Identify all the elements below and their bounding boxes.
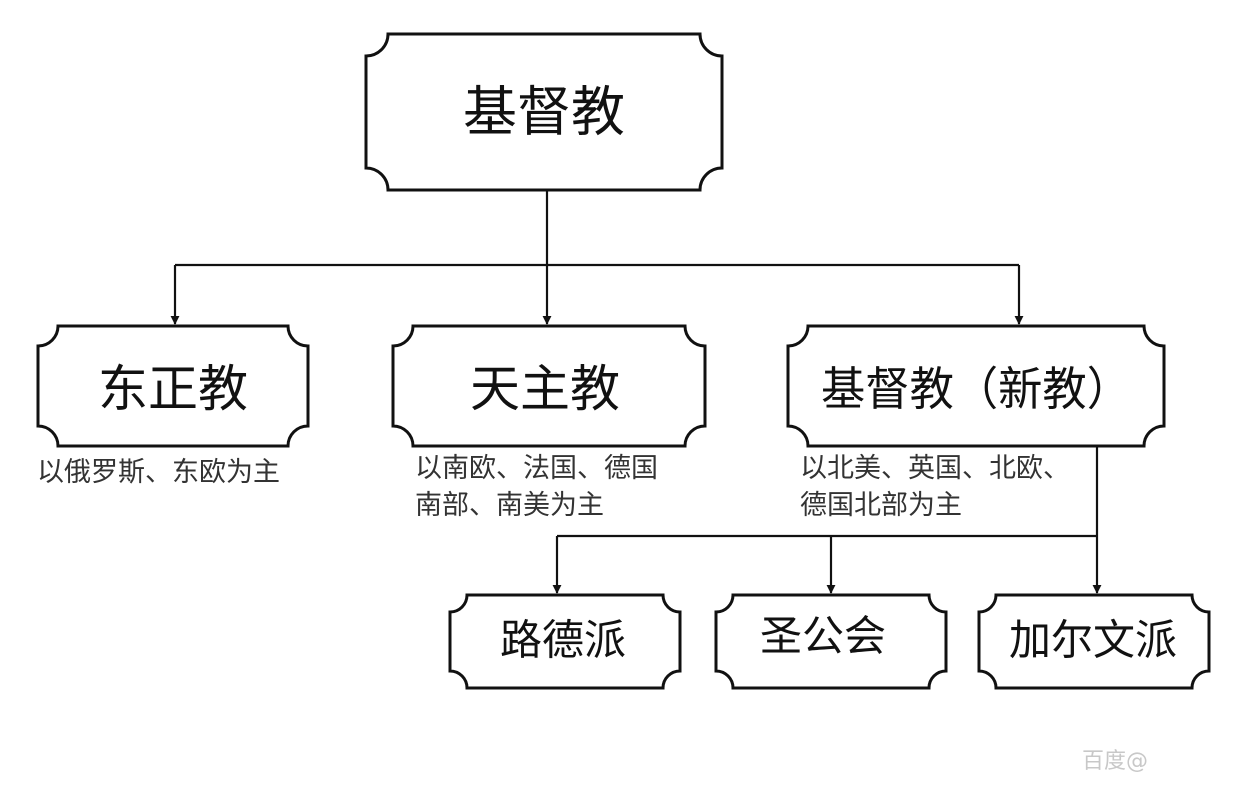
watermark-text: 百度@ bbox=[1082, 749, 1149, 774]
eastern-orthodox-note: 以俄罗斯、东欧为主 bbox=[37, 454, 280, 491]
node-calvinist: 加尔文派 bbox=[977, 593, 1211, 690]
node-anglican-label: 圣公会 bbox=[760, 612, 886, 661]
node-eastern-orthodox: 东正教 bbox=[36, 324, 310, 448]
protestant-note-line: 德国北部为主 bbox=[800, 490, 962, 521]
node-lutheran-frame bbox=[448, 593, 682, 690]
node-calvinist-frame bbox=[977, 593, 1211, 690]
node-anglican-frame bbox=[714, 593, 948, 690]
node-root: 基督教 bbox=[364, 32, 724, 192]
node-catholic-label: 天主教 bbox=[470, 360, 620, 418]
protestant-note-line: 以北美、英国、北欧、 bbox=[800, 453, 1070, 484]
node-catholic-frame bbox=[391, 324, 707, 448]
watermark: 百度@ bbox=[1082, 743, 1148, 775]
node-lutheran-label: 路德派 bbox=[500, 616, 626, 665]
node-calvinist-label: 加尔文派 bbox=[1009, 616, 1177, 665]
node-protestant: 基督教（新教） bbox=[786, 324, 1166, 448]
catholic-note-line: 以南欧、法国、德国 bbox=[415, 453, 658, 484]
node-root-label: 基督教 bbox=[463, 81, 625, 144]
node-protestant-label: 基督教（新教） bbox=[821, 362, 1131, 416]
node-eastern-orthodox-label: 东正教 bbox=[98, 360, 248, 418]
connectors bbox=[170, 190, 1102, 594]
node-lutheran: 路德派 bbox=[448, 593, 682, 690]
eastern-orthodox-note-line: 以俄罗斯、东欧为主 bbox=[37, 457, 280, 488]
node-eastern-orthodox-frame bbox=[36, 324, 310, 448]
node-protestant-frame bbox=[786, 324, 1166, 448]
catholic-note: 以南欧、法国、德国 南部、南美为主 bbox=[415, 450, 658, 524]
protestant-note: 以北美、英国、北欧、 德国北部为主 bbox=[800, 450, 1070, 524]
node-catholic: 天主教 bbox=[391, 324, 707, 448]
catholic-note-line: 南部、南美为主 bbox=[415, 490, 604, 521]
node-root-frame bbox=[364, 32, 724, 192]
node-anglican: 圣公会 bbox=[714, 593, 948, 690]
